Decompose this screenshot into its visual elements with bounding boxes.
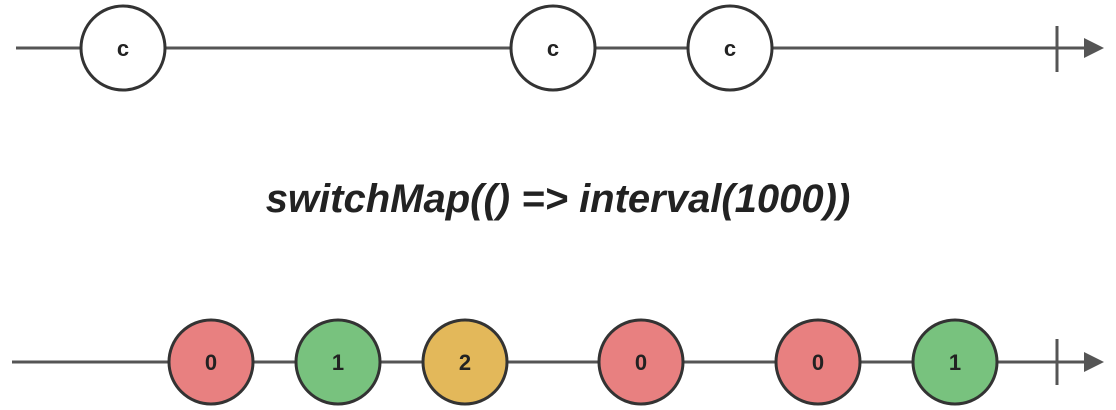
output-marble-circle: [167, 318, 255, 406]
source-marble-label: c: [547, 36, 559, 61]
source-marble-label: c: [724, 36, 736, 61]
source-marble-circle: [509, 4, 597, 92]
output-marble: 0: [597, 318, 685, 406]
source-marble: c: [686, 4, 774, 92]
source-marble: c: [509, 4, 597, 92]
source-marble-circle: [79, 4, 167, 92]
output-marble-label: 1: [949, 350, 961, 375]
operator-label: switchMap(() => interval(1000)): [265, 177, 851, 221]
source-marble: c: [79, 4, 167, 92]
output-marble-circle: [774, 318, 862, 406]
output-marble-label: 2: [459, 350, 471, 375]
output-timeline: 0 1 2 0 0 1: [12, 318, 1104, 406]
output-marble: 1: [294, 318, 382, 406]
output-marble: 0: [774, 318, 862, 406]
output-arrowhead: [1084, 352, 1104, 372]
output-marble: 1: [911, 318, 999, 406]
output-marble-circle: [421, 318, 509, 406]
output-marble-circle: [911, 318, 999, 406]
output-marble-label: 0: [635, 350, 647, 375]
source-marble-circle: [686, 4, 774, 92]
source-arrowhead: [1084, 38, 1104, 58]
output-marble-circle: [597, 318, 685, 406]
output-marble: 0: [167, 318, 255, 406]
output-marble-label: 0: [812, 350, 824, 375]
output-marble-label: 1: [332, 350, 344, 375]
output-marbles: 0 1 2 0 0 1: [167, 318, 999, 406]
output-marble-circle: [294, 318, 382, 406]
output-marble-label: 0: [205, 350, 217, 375]
source-marble-label: c: [117, 36, 129, 61]
output-marble: 2: [421, 318, 509, 406]
